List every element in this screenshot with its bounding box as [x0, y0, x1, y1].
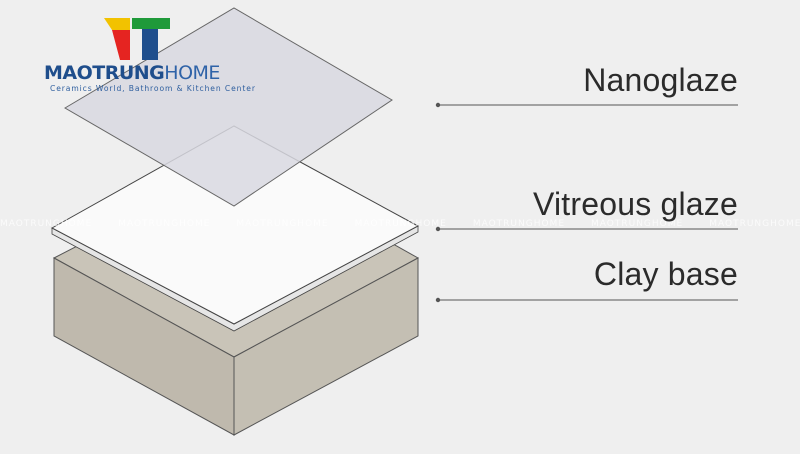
brand-name-bold: MAOTRUNG: [44, 62, 165, 84]
leader-dot-clay: [435, 297, 441, 303]
leader-lines: [435, 102, 738, 303]
brand-name: MAOTRUNGHOME: [44, 62, 220, 84]
brand-logo: MAOTRUNGHOME Ceramics World, Bathroom & …: [44, 18, 255, 98]
watermark-text: MAOTRUNGHOME: [354, 219, 447, 229]
watermark-text: MAOTRUNGHOME: [118, 219, 211, 229]
leader-dot-vitreous: [435, 226, 441, 232]
watermark-text: MAOTRUNGHOME: [0, 219, 93, 229]
watermark-strip: MAOTRUNGHOME MAOTRUNGHOME MAOTRUNGHOME MAOT…: [0, 219, 800, 233]
label-nanoglaze: Nanoglaze: [583, 62, 738, 98]
nanoglaze-sheet: [64, 7, 393, 207]
label-vitreous-glaze: Vitreous glaze: [532, 186, 738, 222]
brand-tagline: Ceramics World, Bathroom & Kitchen Cente…: [50, 84, 256, 93]
label-clay-base: Clay base: [593, 256, 738, 292]
clay-base-right-face: [233, 257, 419, 436]
leader-dot-nanoglaze: [435, 102, 441, 108]
watermark-text: MAOTRUNGHOME: [709, 219, 800, 229]
brand-name-light: HOME: [164, 62, 220, 84]
brand-mark-icon: [104, 18, 170, 60]
watermark-text: MAOTRUNGHOME: [472, 219, 566, 229]
watermark-text: MAOTRUNGHOME: [591, 219, 684, 229]
watermark-text: MAOTRUNGHOME: [236, 219, 329, 229]
